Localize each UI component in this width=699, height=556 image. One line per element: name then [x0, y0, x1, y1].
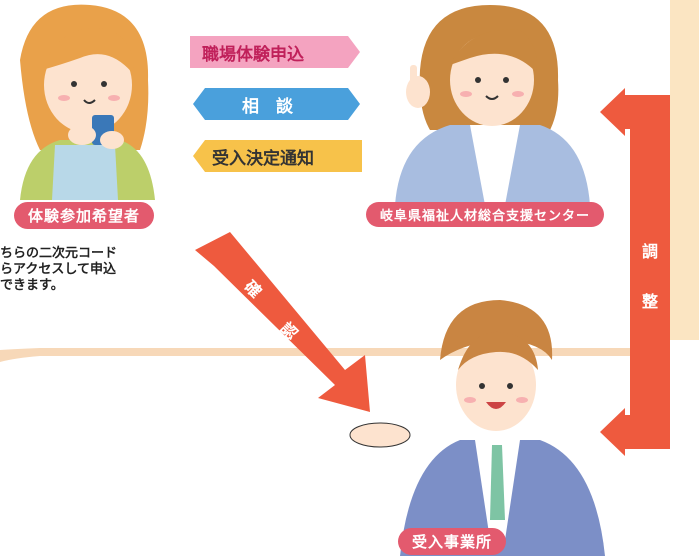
apply-arrow-label: 職場体験申込	[202, 45, 304, 65]
right-strip	[670, 0, 699, 340]
qr-note-line-1: ちらの二次元コード	[0, 246, 118, 261]
apply-arrow	[190, 36, 360, 68]
confirm-arrow	[195, 232, 370, 412]
qr-note-line-3: できます。	[0, 278, 64, 293]
notify-arrow	[193, 140, 362, 172]
notify-arrow-label: 受入決定通知	[212, 149, 314, 169]
consult-arrow-label: 相 談	[242, 97, 293, 117]
adjust-label-2: 整	[642, 292, 659, 311]
adjust-bracket-arrow	[600, 88, 670, 456]
applicant-illustration	[20, 4, 155, 200]
applicant-label: 体験参加希望者	[14, 202, 155, 229]
center-staff-illustration	[395, 5, 590, 205]
qr-note-line-2: らアクセスして申込	[0, 262, 116, 277]
consult-arrow	[193, 88, 360, 120]
adjust-label-1: 調	[642, 242, 659, 261]
employer-label: 受入事業所	[398, 528, 507, 555]
center-label: 岐阜県福祉人材総合支援センター	[366, 202, 605, 227]
qr-note: ちらの二次元コード らアクセスして申込 できます。	[0, 246, 117, 294]
employer-illustration	[349, 300, 605, 556]
